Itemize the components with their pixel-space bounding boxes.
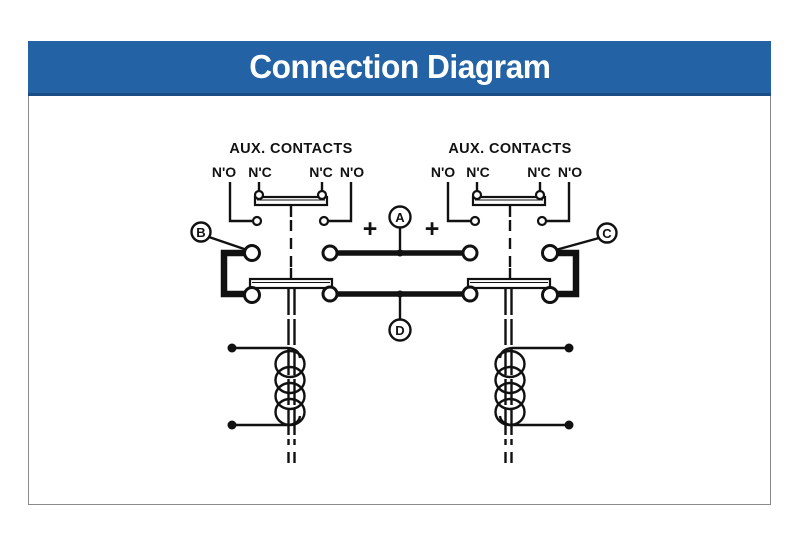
main-contact-bar-right bbox=[466, 277, 552, 290]
header-bar: Connection Diagram bbox=[28, 41, 771, 96]
coil-right-bottom-terminal-dot bbox=[564, 420, 574, 430]
lead-c bbox=[551, 236, 600, 253]
aux-label-right-nc-inner: N'C bbox=[466, 164, 490, 180]
terminal-a-label: A bbox=[395, 210, 405, 225]
aux-wire-right-no-outer2 bbox=[546, 182, 571, 223]
junction-dot-a bbox=[396, 249, 404, 257]
coil-left-loop-3 bbox=[274, 381, 306, 411]
terminal-c-label: C bbox=[602, 226, 612, 241]
page-title: Connection Diagram bbox=[248, 48, 551, 85]
terminal-ring-b-bottom bbox=[243, 286, 261, 304]
terminal-d-circle bbox=[388, 318, 412, 342]
terminal-d-label: D bbox=[395, 323, 404, 338]
aux-contacts-left: AUX. CONTACTS N'O N'C N'C N'O bbox=[212, 141, 364, 268]
aux-contact-bar-left bbox=[253, 195, 329, 207]
coil-right bbox=[494, 343, 574, 430]
terminal-ring-d-right bbox=[461, 285, 479, 303]
aux-nc-contact-left-1 bbox=[253, 189, 265, 201]
aux-wire-right-no-outer bbox=[446, 182, 471, 223]
coil-right-top-hook bbox=[498, 346, 513, 359]
coil-left bbox=[227, 343, 306, 430]
lead-b bbox=[208, 235, 251, 253]
aux-contacts-title-right: AUX. CONTACTS bbox=[448, 141, 571, 157]
aux-label-left-no-outer: N'O bbox=[212, 164, 236, 180]
aux-label-right-no-outer2: N'O bbox=[558, 164, 582, 180]
aux-nc-contact-right-2 bbox=[534, 189, 546, 201]
main-contact-bar-left bbox=[248, 277, 334, 290]
aux-contact-bar-right bbox=[471, 195, 547, 207]
aux-wire-left-no-outer bbox=[228, 182, 252, 223]
terminal-ring-d-left bbox=[321, 285, 339, 303]
aux-label-left-nc-inner2: N'C bbox=[309, 164, 333, 180]
terminal-ring-a-right bbox=[461, 244, 479, 262]
terminal-b-circle bbox=[190, 221, 212, 243]
coil-left-bottom-terminal-dot bbox=[227, 420, 237, 430]
plus-sign-right: + bbox=[425, 215, 440, 243]
aux-contacts-right: AUX. CONTACTS N'O N'C N'C N'O bbox=[431, 141, 582, 268]
coil-right-top-terminal-dot bbox=[564, 343, 574, 353]
bracket-left bbox=[220, 249, 252, 298]
coil-left-loop-1 bbox=[274, 349, 306, 379]
terminal-b-label: B bbox=[196, 225, 205, 240]
aux-nc-contact-right-1 bbox=[471, 189, 483, 201]
aux-label-left-no-outer2: N'O bbox=[340, 164, 364, 180]
coil-left-loop-2 bbox=[274, 365, 306, 395]
coil-right-loop-2 bbox=[494, 365, 526, 395]
junction-dot-d bbox=[396, 290, 404, 298]
aux-no-contact-left-2 bbox=[318, 215, 330, 227]
aux-label-left-nc-inner: N'C bbox=[248, 164, 272, 180]
bracket-right bbox=[550, 249, 580, 298]
terminal-ring-a-left bbox=[321, 244, 339, 262]
terminal-c-circle bbox=[596, 222, 618, 244]
aux-contacts-title-left: AUX. CONTACTS bbox=[229, 141, 352, 157]
aux-no-contact-right-2 bbox=[536, 215, 548, 227]
terminal-a-circle bbox=[388, 205, 412, 229]
aux-no-contact-right-1 bbox=[469, 215, 481, 227]
terminal-ring-c-bottom bbox=[541, 286, 559, 304]
main-contacts: A D B C + + bbox=[190, 205, 618, 342]
coil-right-loop-4 bbox=[494, 397, 526, 427]
plus-sign-left: + bbox=[363, 215, 378, 243]
coil-right-loop-1 bbox=[494, 349, 526, 379]
coil-left-top-hook bbox=[287, 346, 302, 359]
coil-left-loop-4 bbox=[274, 397, 306, 427]
terminal-ring-c-top bbox=[541, 244, 559, 262]
aux-label-right-no-outer: N'O bbox=[431, 164, 455, 180]
aux-nc-contact-left-2 bbox=[316, 189, 328, 201]
terminal-ring-b-top bbox=[243, 244, 261, 262]
aux-no-contact-left-1 bbox=[251, 215, 263, 227]
coil-right-loop-3 bbox=[494, 381, 526, 411]
coil-left-top-terminal-dot bbox=[227, 343, 237, 353]
aux-wire-left-no-outer2 bbox=[328, 182, 353, 223]
aux-label-right-nc-inner2: N'C bbox=[527, 164, 551, 180]
